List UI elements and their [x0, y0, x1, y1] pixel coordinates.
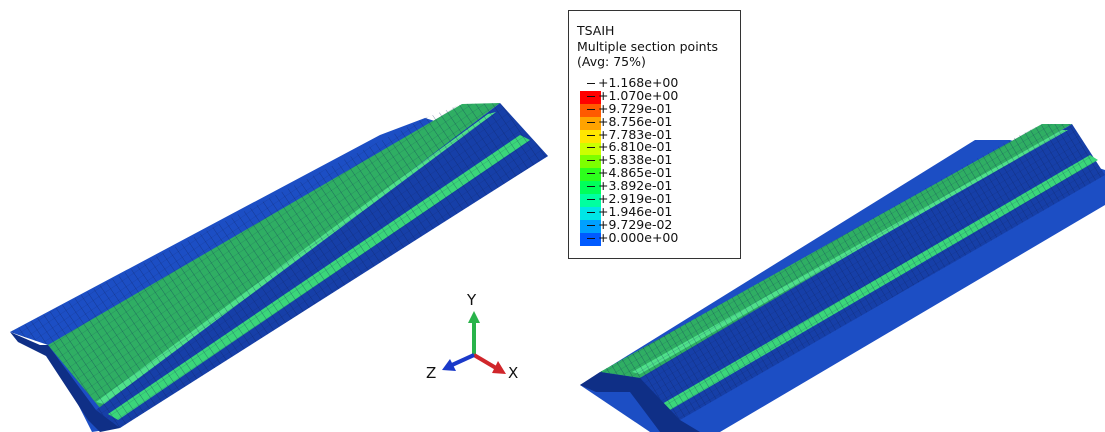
legend-swatch — [580, 207, 601, 220]
legend-tick — [587, 82, 595, 84]
legend-value-row: +9.729e-01 — [587, 100, 678, 116]
legend-value-row: +1.168e+00 — [587, 75, 679, 90]
legend-tick — [587, 160, 595, 162]
legend-value: +4.865e-01 — [598, 165, 673, 181]
legend-value-row: +7.783e-01 — [587, 126, 678, 142]
legend-value-row: +3.892e-01 — [587, 178, 678, 194]
legend-swatch — [580, 155, 601, 169]
z-arrow-icon — [442, 359, 456, 371]
legend-value-row: +8.756e-01 — [587, 113, 678, 129]
legend-value: +8.756e-01 — [598, 113, 673, 129]
legend-values: +1.168e+00+1.070e+00+9.729e-01+8.756e-01… — [587, 75, 679, 245]
legend-value: +9.729e-02 — [598, 216, 673, 232]
legend-tick — [587, 211, 595, 213]
legend-value-row: +4.865e-01 — [587, 165, 678, 181]
legend-swatch — [580, 116, 601, 130]
legend-tick — [587, 173, 595, 175]
legend-tick — [587, 121, 595, 123]
left-beam-model — [10, 103, 548, 432]
legend-header: TSAIH Multiple section points (Avg: 75%) — [577, 23, 718, 70]
legend-value: +1.946e-01 — [598, 203, 673, 219]
right-beam-model — [580, 124, 1105, 432]
legend-value-row: +1.946e-01 — [587, 203, 678, 219]
legend-value: +2.919e-01 — [598, 191, 673, 207]
legend-value: +5.838e-01 — [598, 152, 673, 168]
legend-value-row: +2.919e-01 — [587, 191, 678, 207]
left-beam-end-profile — [10, 332, 120, 432]
z-axis-label: Z — [426, 364, 437, 382]
legend-value: +6.810e-01 — [598, 139, 673, 155]
legend-swatch — [580, 91, 601, 104]
legend-swatch — [580, 194, 601, 208]
legend-value-row: +1.070e+00 — [587, 87, 679, 103]
right-beam-top-mesh — [600, 124, 1072, 378]
contour-legend: TSAIH Multiple section points (Avg: 75%)… — [568, 10, 741, 259]
legend-value: +3.892e-01 — [598, 178, 673, 194]
legend-tick — [587, 186, 595, 188]
left-beam-flange-mesh — [10, 104, 462, 345]
legend-swatch — [580, 219, 601, 233]
legend-color-bar — [580, 91, 601, 246]
legend-value: +0.000e+00 — [598, 229, 679, 245]
legend-swatch — [580, 232, 601, 246]
right-beam-web-mesh — [640, 124, 1105, 420]
legend-value: +7.783e-01 — [598, 126, 673, 142]
legend-value: +1.168e+00 — [598, 75, 679, 90]
legend-swatch — [580, 129, 601, 143]
legend-value-row: +9.729e-02 — [587, 216, 678, 232]
legend-swatch — [580, 142, 601, 156]
axis-triad: Y X Z — [398, 275, 528, 400]
y-arrow-icon — [468, 311, 480, 323]
legend-value-row: +0.000e+00 — [587, 229, 679, 245]
legend-tick — [587, 147, 595, 149]
right-beam-end-profile — [580, 372, 700, 432]
legend-value-row: +5.838e-01 — [587, 152, 678, 168]
legend-tick — [587, 134, 595, 136]
legend-tick — [587, 95, 595, 97]
triad-arrows — [442, 311, 506, 374]
x-axis-label: X — [508, 364, 519, 382]
legend-averaging: (Avg: 75%) — [577, 54, 646, 69]
legend-swatch — [580, 181, 601, 195]
legend-tick — [587, 237, 595, 239]
legend-value: +9.729e-01 — [598, 100, 673, 116]
left-beam-web-mesh — [96, 103, 548, 428]
legend-value-row: +6.810e-01 — [587, 141, 678, 154]
legend-swatch — [580, 168, 601, 182]
legend-tick — [587, 108, 595, 110]
y-axis-label: Y — [467, 291, 477, 309]
left-beam-top-mesh — [48, 103, 500, 408]
x-arrow-icon — [492, 361, 506, 374]
legend-value: +1.070e+00 — [598, 87, 679, 103]
legend-tick — [587, 224, 595, 226]
legend-section-points: Multiple section points — [577, 38, 719, 54]
legend-swatch — [580, 103, 601, 117]
legend-variable: TSAIH — [577, 23, 615, 38]
legend-tick — [587, 198, 595, 200]
